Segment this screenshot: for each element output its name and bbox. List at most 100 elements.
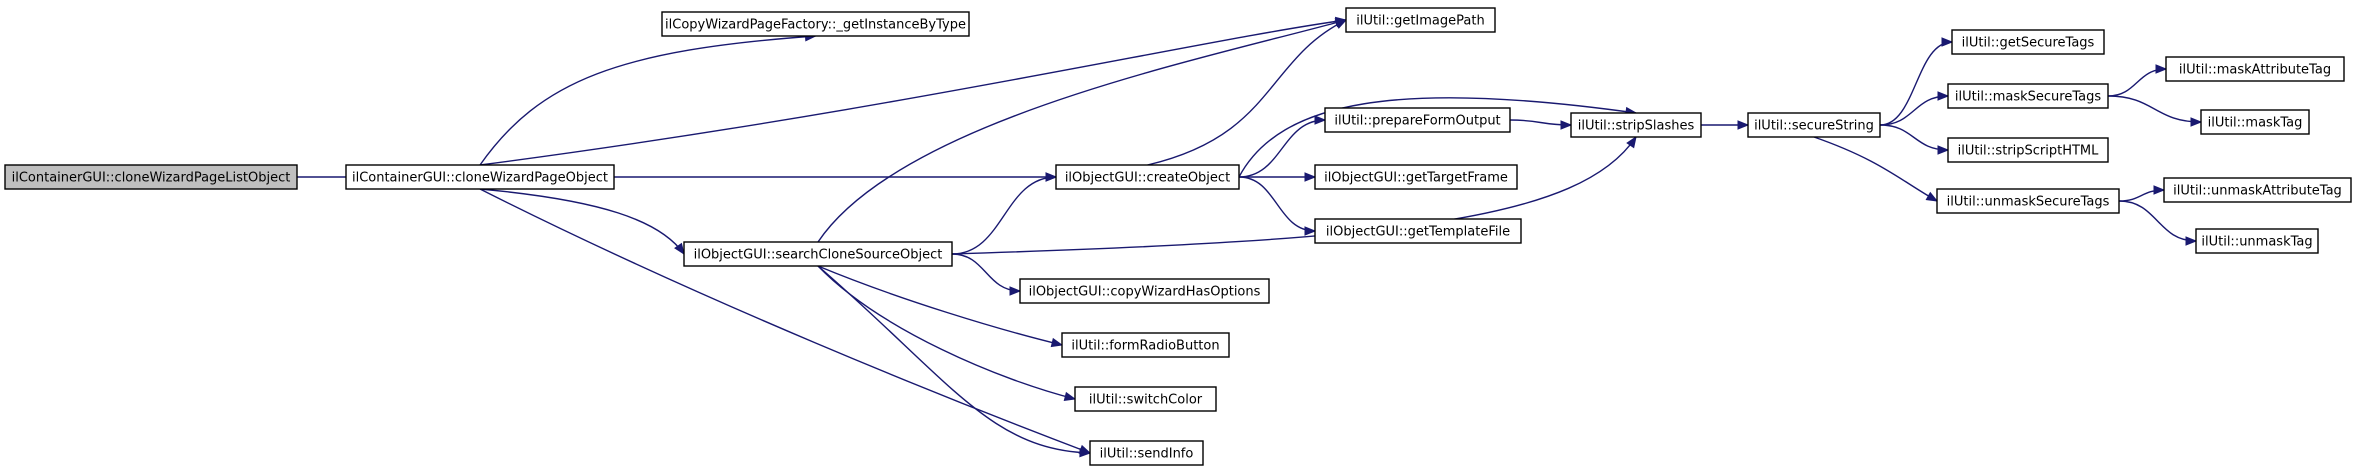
- node-box: [683, 241, 953, 267]
- node-n1[interactable]: ilContainerGUI::cloneWizardPageObject: [345, 164, 615, 190]
- node-box: [1570, 112, 1702, 138]
- edge-n4-to-n3: [1147, 19, 1348, 166]
- node-label: ilUtil::maskTag: [2208, 116, 2303, 131]
- node-n15[interactable]: ilUtil::unmaskSecureTags: [1936, 188, 2120, 214]
- edge-line: [1238, 119, 1326, 178]
- node-n6[interactable]: ilUtil::sendInfo: [1089, 440, 1204, 466]
- node-label: ilUtil::maskSecureTags: [1955, 90, 2101, 105]
- node-n8[interactable]: ilUtil::stripSlashes: [1570, 112, 1702, 138]
- edge-line: [2118, 200, 2197, 242]
- edge-arrowhead: [1941, 37, 1954, 47]
- node-label: ilUtil::prepareFormOutput: [1334, 114, 1500, 129]
- edge-line: [1879, 41, 1953, 126]
- node-n12[interactable]: ilUtil::getSecureTags: [1951, 29, 2105, 55]
- node-n20[interactable]: ilObjectGUI::copyWizardHasOptions: [1019, 278, 1270, 304]
- edge-n5-to-n20: [951, 253, 1022, 296]
- node-label: ilUtil::switchColor: [1089, 393, 1203, 408]
- edge-arrowhead: [674, 242, 685, 256]
- node-label: ilUtil::unmaskSecureTags: [1947, 195, 2110, 210]
- node-box: [2165, 56, 2345, 82]
- node-n22[interactable]: ilUtil::switchColor: [1074, 386, 1217, 412]
- node-label: ilObjectGUI::copyWizardHasOptions: [1029, 285, 1261, 300]
- edge-arrowhead: [2155, 64, 2168, 74]
- edge-line: [817, 19, 1347, 243]
- edge-arrowhead: [1079, 447, 1092, 458]
- edge-line: [479, 188, 685, 255]
- edge-line: [817, 265, 1091, 454]
- node-box: [1314, 164, 1518, 190]
- node-n2[interactable]: ilCopyWizardPageFactory::_getInstanceByT…: [661, 11, 970, 37]
- node-label: ilObjectGUI::createObject: [1065, 171, 1230, 186]
- node-box: [345, 164, 615, 190]
- node-n11[interactable]: ilUtil::secureString: [1747, 112, 1881, 138]
- node-label: ilUtil::stripScriptHTML: [1958, 144, 2100, 159]
- node-n16[interactable]: ilUtil::maskAttributeTag: [2165, 56, 2345, 82]
- node-n3[interactable]: ilUtil::getImagePath: [1345, 7, 1496, 33]
- edge-n4-to-n10: [1238, 176, 1317, 236]
- node-n5[interactable]: ilObjectGUI::searchCloneSourceObject: [683, 241, 953, 267]
- node-label: ilContainerGUI::cloneWizardPageObject: [352, 171, 608, 186]
- edge-arrowhead: [1937, 145, 1950, 155]
- node-label: ilUtil::stripSlashes: [1578, 119, 1695, 134]
- node-label: ilUtil::getImagePath: [1356, 14, 1484, 29]
- edge-line: [1147, 19, 1347, 166]
- node-n19[interactable]: ilUtil::unmaskTag: [2195, 228, 2319, 254]
- node-box: [2163, 177, 2352, 203]
- node-box: [661, 11, 970, 37]
- node-n17[interactable]: ilUtil::maskTag: [2200, 109, 2310, 135]
- edge-line: [951, 136, 1637, 255]
- node-n14[interactable]: ilUtil::stripScriptHTML: [1947, 137, 2109, 163]
- node-label: ilUtil::secureString: [1754, 119, 1874, 134]
- node-n13[interactable]: ilUtil::maskSecureTags: [1947, 83, 2109, 109]
- node-box: [1951, 29, 2105, 55]
- edge-n5-to-n6: [817, 265, 1092, 458]
- edge-line: [951, 176, 1057, 255]
- node-label: ilObjectGUI::getTargetFrame: [1324, 171, 1508, 186]
- node-box: [1747, 112, 1881, 138]
- node-n21[interactable]: ilUtil::formRadioButton: [1061, 332, 1230, 358]
- node-box: [1061, 332, 1230, 358]
- edge-line: [951, 253, 1021, 292]
- node-box: [1936, 188, 2120, 214]
- node-label: ilUtil::getSecureTags: [1962, 36, 2095, 51]
- edge-arrowhead: [1045, 172, 1058, 182]
- edge-arrowhead: [1937, 91, 1950, 101]
- edge-arrowhead: [1009, 286, 1022, 296]
- edge-arrowhead: [1560, 120, 1573, 130]
- node-label: ilUtil::formRadioButton: [1071, 339, 1219, 354]
- edge-line: [817, 265, 1063, 346]
- node-n9[interactable]: ilObjectGUI::getTargetFrame: [1314, 164, 1518, 190]
- node-box: [1314, 218, 1522, 244]
- edge-n1-to-n5: [479, 188, 685, 256]
- node-box: [1345, 7, 1496, 33]
- edge-n4-to-n7: [1238, 115, 1327, 178]
- edge-n15-to-n18: [2118, 185, 2166, 202]
- edge-arrowhead: [1304, 172, 1317, 182]
- edge-n11-to-n13: [1879, 91, 1950, 126]
- node-n18[interactable]: ilUtil::unmaskAttributeTag: [2163, 177, 2352, 203]
- edge-n13-to-n16: [2107, 64, 2168, 97]
- edge-n13-to-n17: [2107, 95, 2203, 127]
- node-box: [1089, 440, 1204, 466]
- node-label: ilContainerGUI::cloneWizardPageListObjec…: [12, 171, 291, 186]
- node-n7[interactable]: ilUtil::prepareFormOutput: [1324, 107, 1511, 133]
- node-box: [1055, 164, 1240, 190]
- edge-arrowhead: [1050, 337, 1064, 348]
- node-box: [1947, 137, 2109, 163]
- node-label: ilUtil::unmaskAttributeTag: [2173, 184, 2342, 199]
- edge-arrowhead: [1063, 391, 1077, 402]
- edge-line: [1813, 136, 1938, 202]
- node-n10[interactable]: ilObjectGUI::getTemplateFile: [1314, 218, 1522, 244]
- edge-line: [1238, 176, 1316, 232]
- node-n4[interactable]: ilObjectGUI::createObject: [1055, 164, 1240, 190]
- edge-arrowhead: [1314, 115, 1327, 125]
- edge-n4-to-n9: [1238, 172, 1317, 182]
- node-label: ilObjectGUI::searchCloneSourceObject: [694, 248, 943, 263]
- node-box: [1947, 83, 2109, 109]
- node-n0[interactable]: ilContainerGUI::cloneWizardPageListObjec…: [4, 164, 298, 190]
- node-box: [1019, 278, 1270, 304]
- node-label: ilUtil::unmaskTag: [2201, 235, 2312, 250]
- node-box: [1074, 386, 1217, 412]
- edge-line: [2107, 68, 2167, 97]
- edge-arrowhead: [1737, 120, 1750, 130]
